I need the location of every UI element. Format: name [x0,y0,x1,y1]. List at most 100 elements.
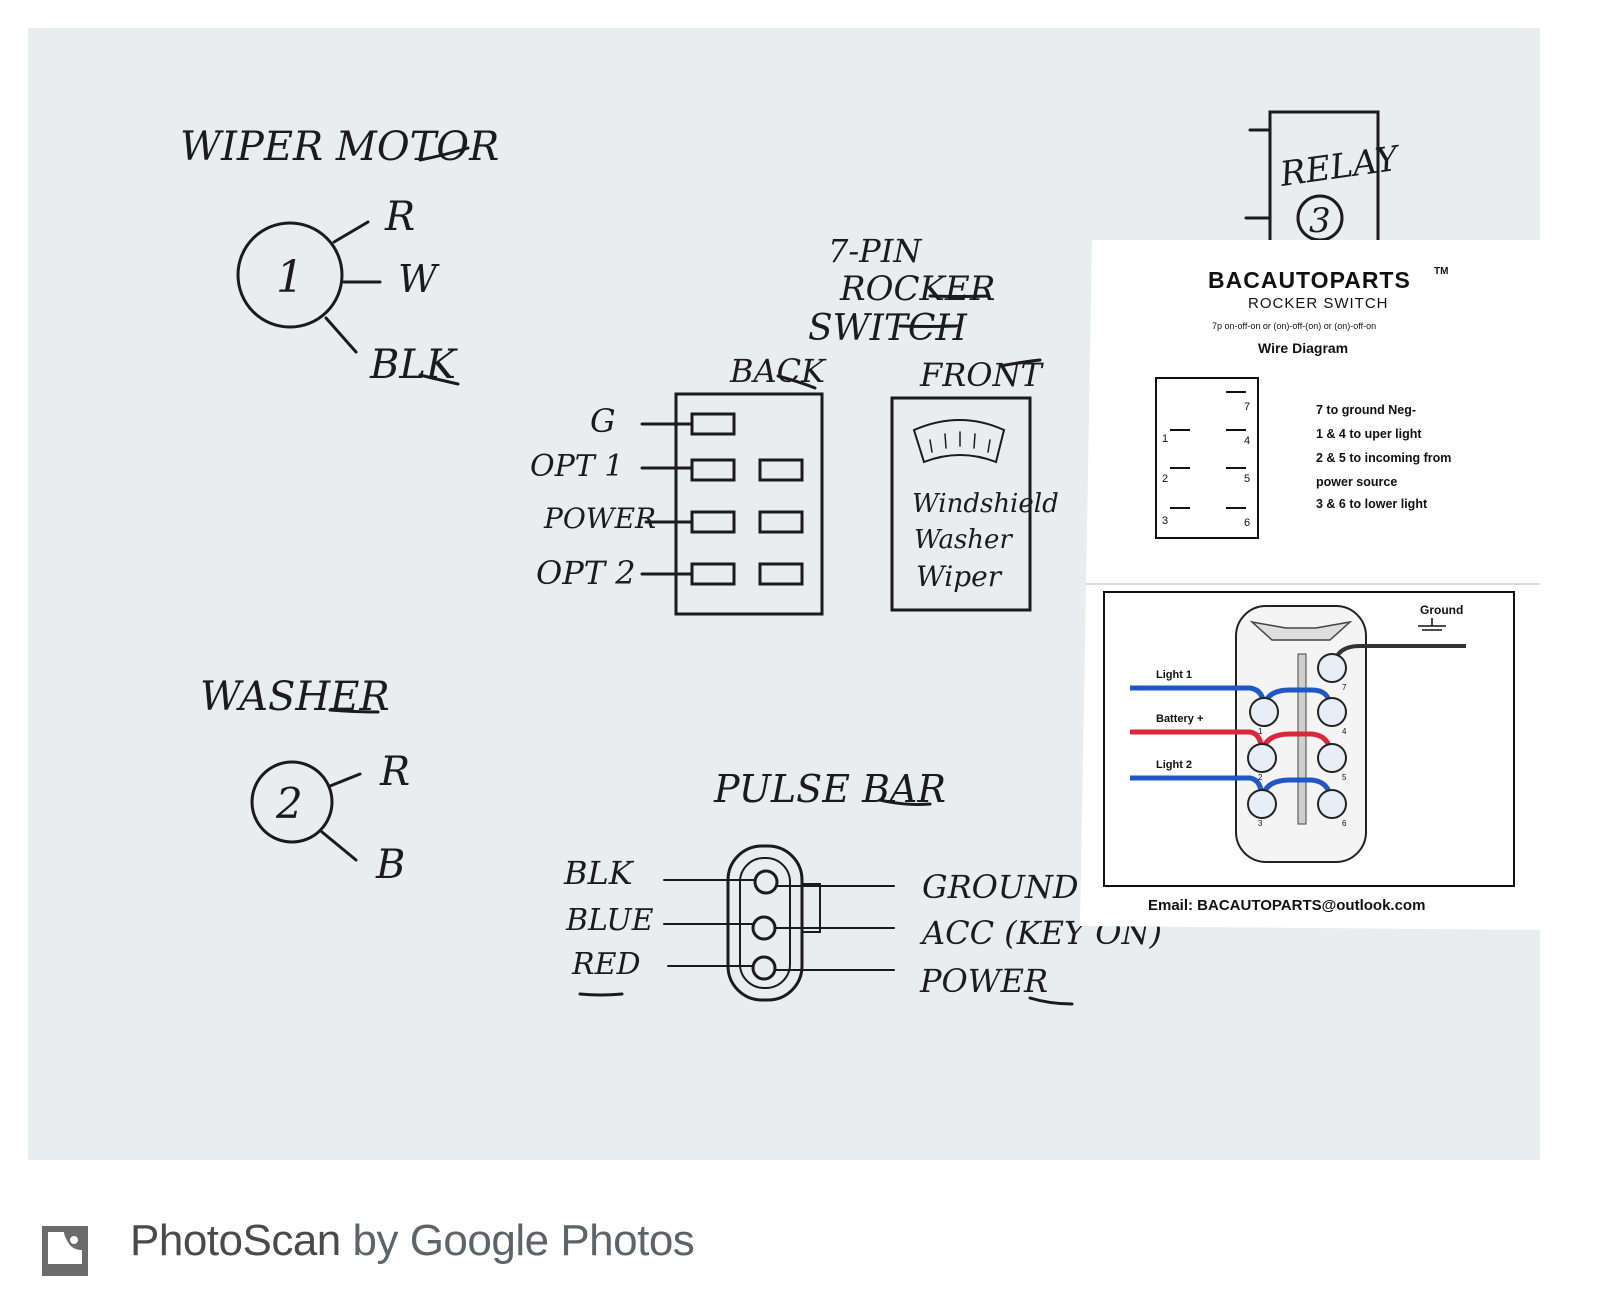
pin-label-g: G [590,402,616,440]
wiring-label-light1: Light 1 [1156,669,1192,681]
terminal-1 [1249,697,1279,727]
terminal-4 [1317,697,1347,727]
wiper-wire-r [332,220,370,244]
washer-group: WASHER 2 R B [200,674,410,888]
washer-wire-r [328,772,362,788]
pulse-pin-3 [751,955,777,981]
card-pin-number-5: 5 [1244,473,1250,485]
washer-wire-label-r: R [379,749,410,795]
card-pin-number-3: 3 [1162,515,1168,527]
relay-number: 3 [1309,201,1331,241]
pulse-right-label-power: POWER [919,962,1048,1000]
terminal-6 [1317,789,1347,819]
pulse-bar-group: PULSE BAR BLK BLUE RED GROUND ACC (KEY O… [563,767,1162,1006]
card-modes: 7p on-off-on or (on)-off-(on) or (on)-of… [1212,321,1376,331]
terminal-number-5: 5 [1342,773,1347,782]
footer-product-name: PhotoScan [130,1216,341,1265]
pin-label-opt2: OPT 2 [536,554,636,592]
terminal-number-6: 6 [1342,819,1347,828]
photoscan-footer: PhotoScan by Google Photos [0,1188,1600,1288]
pulse-left-label-blue: BLUE [565,903,654,938]
card-diagram-title: Wire Diagram [1258,340,1348,356]
card-subtitle: ROCKER SWITCH [1248,295,1389,312]
card-instruction-5: 3 & 6 to lower light [1316,497,1428,511]
rocker-title-line3: SWITCH [808,308,967,349]
front-wiper-spray [929,431,991,453]
wiper-wire-label-w: W [398,257,440,301]
pin-label-power: POWER [543,502,656,535]
printed-instruction-card: BACAUTOPARTS TM ROCKER SWITCH 7p on-off-… [1080,240,1540,930]
terminal-7 [1317,653,1347,683]
pin-label-opt1: OPT 1 [530,449,623,484]
terminal-number-4: 4 [1342,727,1347,736]
card-wiring-diagram: Ground 7 1 4 2 5 3 6 [1103,591,1515,887]
rocker-title-line1: 7-PIN [828,232,922,270]
card-pin-number-7: 7 [1244,401,1250,413]
rocker-title-underline3 [898,324,958,328]
footer-by-text: by Google Photos [352,1216,695,1265]
card-trademark: TM [1434,266,1448,277]
terminal-2 [1247,743,1277,773]
switch-back-panel [674,392,824,616]
terminal-number-7: 7 [1342,683,1347,692]
terminal-3 [1247,789,1277,819]
wiring-label-battery: Battery + [1156,713,1203,725]
back-label: BACK [729,352,827,390]
rocker-switch-group: 7-PIN ROCKER SWITCH BACK FRONT G OPT 1 P… [530,232,1059,616]
rocker-title-line2: ROCKER [839,269,995,309]
card-pin-layout [1155,377,1259,539]
back-pin-power-right [758,510,804,534]
pulse-red-underline [578,992,624,997]
terminal-number-1: 1 [1258,727,1263,736]
pulse-bar-underline [878,798,932,806]
washer-wire-label-b: B [375,842,405,888]
wiring-ground-label: Ground [1420,603,1463,617]
pulse-pin-1 [753,869,779,895]
wiper-blk-underline [418,373,460,386]
pulse-bar-tab [801,883,821,933]
rocker-title-underline2 [928,294,990,298]
washer-number: 2 [275,779,303,828]
washer-underline [328,708,380,714]
terminal-number-2: 2 [1258,773,1263,782]
wiper-motor-number: 1 [276,252,304,303]
pulse-right-label-ground: GROUND [922,868,1079,906]
card-instruction-1: 7 to ground Neg- [1316,403,1416,417]
card-email: Email: BACAUTOPARTS@outlook.com [1148,897,1425,914]
photoscan-icon [42,1226,88,1276]
wiper-wire-blk [324,316,358,354]
back-underline [776,374,817,390]
front-wiper-symbol [912,419,1006,464]
front-text-line1: Windshield [912,489,1059,519]
pulse-left-label-red: RED [571,947,641,982]
card-pin-number-4: 4 [1244,435,1250,447]
card-instruction-2: 1 & 4 to uper light [1316,427,1422,441]
footer-branding: PhotoScan by Google Photos [130,1216,695,1266]
wiper-motor-underline [418,146,470,162]
wiper-motor-title: WIPER MOTOR [180,124,499,170]
terminal-number-3: 3 [1258,819,1263,828]
washer-circle [250,760,334,844]
pulse-power-underline [1028,996,1074,1006]
switch-front-panel [890,396,1032,612]
card-pin-box [1155,377,1259,539]
wiper-wire-label-r: R [384,194,415,240]
front-text-line3: Wiper [916,560,1003,593]
wiring-switch-divider [1297,653,1307,825]
wiper-motor-group: WIPER MOTOR 1 R W BLK [180,124,499,388]
back-pin-opt1-left [690,458,736,482]
wiring-label-light2: Light 2 [1156,759,1192,771]
card-pin-number-6: 6 [1244,517,1250,529]
card-instruction-4: power source [1316,475,1397,489]
card-brand: BACAUTOPARTS [1208,267,1411,293]
front-overline [998,358,1042,368]
card-pin-number-2: 2 [1162,473,1168,485]
back-pin-opt1-right [758,458,804,482]
card-pin-number-1: 1 [1162,433,1168,445]
washer-wire-b [320,830,358,862]
card-instruction-3: 2 & 5 to incoming from [1316,451,1451,465]
wiper-motor-circle [236,221,344,329]
back-pin-opt2-right [758,562,804,586]
